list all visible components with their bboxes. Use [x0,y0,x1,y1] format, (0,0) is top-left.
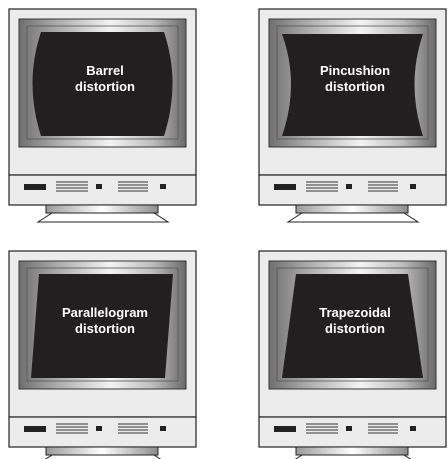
control-button [410,426,416,431]
label-line-2: distortion [287,321,423,337]
power-slot [274,184,296,190]
control-button [96,184,102,189]
stand-neck [296,205,408,213]
power-slot [274,426,296,432]
distortion-label: Pincushion distortion [287,63,423,95]
label-line-1: Trapezoidal [287,305,423,321]
label-line-1: Barrel [37,63,173,79]
power-slot [24,184,46,190]
monitor-trapezoidal: Trapezoidal distortion [258,250,448,459]
monitor-barrel: Barrel distortion [8,8,198,223]
control-button [410,184,416,189]
stand-base [38,455,168,459]
label-line-2: distortion [287,79,423,95]
control-button [346,426,352,431]
stand-base [288,213,418,222]
control-button [346,184,352,189]
label-line-2: distortion [37,79,173,95]
distortion-label: Trapezoidal distortion [287,305,423,337]
stand-base [38,213,168,222]
control-button [160,426,166,431]
monitor-drawing [8,8,198,223]
stand-base [288,455,418,459]
stand-neck [46,447,158,455]
monitor-drawing [258,250,448,459]
label-line-2: distortion [37,321,173,337]
control-button [96,426,102,431]
monitor-parallelogram: Parallelogram distortion [8,250,198,459]
stand-neck [46,205,158,213]
distortion-label: Parallelogram distortion [37,305,173,337]
distortion-label: Barrel distortion [37,63,173,95]
control-button [160,184,166,189]
monitor-drawing [8,250,198,459]
power-slot [24,426,46,432]
label-line-1: Parallelogram [37,305,173,321]
monitor-drawing [258,8,448,223]
monitor-pincushion: Pincushion distortion [258,8,448,223]
stand-neck [296,447,408,455]
label-line-1: Pincushion [287,63,423,79]
